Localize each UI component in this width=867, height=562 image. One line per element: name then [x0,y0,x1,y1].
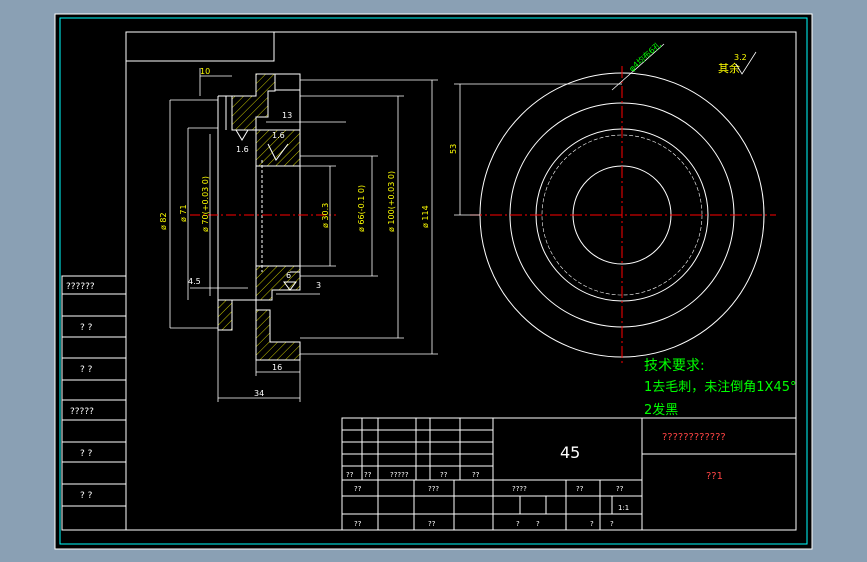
scale-label: ?? [616,485,624,493]
scale-value: 1:1 [618,504,629,512]
sign-cell-3: ????? [390,471,409,479]
tech-line-1: 1去毛刺，未注倒角1X45° [644,380,797,395]
drawing-code: ??1 [706,471,723,482]
sign-cell-5: ?? [472,471,480,479]
standard-label: ??? [428,485,439,493]
weight-label: ?? [576,485,584,493]
left-panel-label-1: ?????? [66,282,95,292]
dim-3: 3 [316,281,321,290]
outer-frame [59,17,808,545]
sign-cell-4: ?? [440,471,448,479]
title-block [341,417,797,531]
sheet-label-2: ? [536,520,540,528]
dim-phi66: ø 66(-0.1 0) [357,185,366,232]
dim-phi303: ø 30.3 [321,203,330,228]
left-panel-label-5: ? ? [80,449,93,459]
front-dimension-53 [454,43,665,216]
dim-34: 34 [254,389,264,398]
drawing-name: ???????????? [662,432,726,443]
left-panel-label-6: ? ? [80,491,93,501]
dim-13: 13 [282,111,292,120]
left-side-panel [61,275,127,531]
roughness-value: 3.2 [734,53,747,62]
dim-ra16-b: 1.6 [272,131,285,140]
left-panel-label-2: ? ? [80,323,93,333]
dim-phi114: ø 114 [421,205,430,228]
dim-4-5: 4.5 [188,277,201,286]
roughness-symbol-icon [735,51,757,75]
sheet-label-1: ? [516,520,520,528]
approve-label: ?? [428,520,436,528]
dim-16: 16 [272,363,282,372]
dim-top-small: 10 [200,67,210,76]
left-panel-label-3: ? ? [80,365,93,375]
dim-phi71: ø 71 [179,204,188,222]
stage-label: ???? [512,485,527,493]
code-box [125,31,275,62]
dim-53: 53 [449,144,458,154]
sheet-label-4: ? [610,520,614,528]
sheet-label-3: ? [590,520,594,528]
dim-phi100: ø 100(+0.03 0) [387,171,396,232]
review-label: ?? [354,520,362,528]
dim-6: 6 [286,271,291,280]
left-panel-label-4: ????? [70,407,94,417]
roughness-other-label: 其余 [718,61,740,75]
sign-cell-1: ?? [346,471,354,479]
dim-ra16-a: 1.6 [236,145,249,154]
dim-phi82: ø 82 [159,212,168,230]
designer-label: ?? [354,485,362,493]
tech-line-2: 2发黑 [644,402,678,418]
section-dimensions [169,68,438,402]
drawing-area [54,13,813,550]
sign-cell-2: ?? [364,471,372,479]
section-view [190,73,336,361]
material-label: 45 [560,443,580,462]
dim-phi70: ø 70(+0.03 0) [201,176,210,232]
tech-title: 技术要求: [644,358,705,374]
